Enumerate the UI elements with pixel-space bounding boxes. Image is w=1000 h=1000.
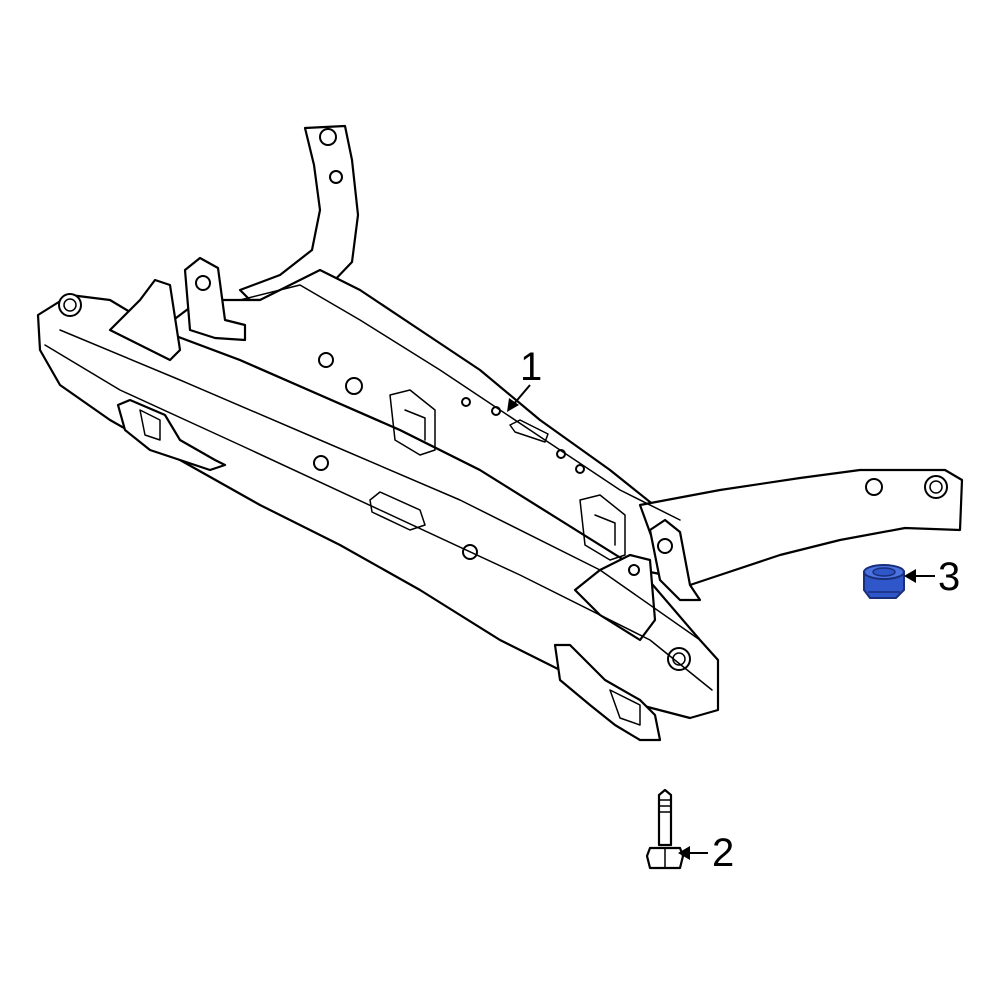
- left-bushing-detail: [139, 409, 161, 441]
- frame-hole: [345, 377, 363, 395]
- callout-label-1: 1: [520, 345, 542, 389]
- left-bracket: [108, 278, 182, 362]
- mount-hole: [329, 170, 343, 184]
- mount-hole: [58, 293, 82, 317]
- bracket-hole: [195, 275, 211, 291]
- mount-hole-inner: [63, 298, 77, 312]
- right-pocket: [579, 494, 626, 561]
- bracket-hole: [657, 538, 673, 554]
- subframe-assembly: [36, 124, 964, 742]
- subframe-upper-arm: [238, 124, 360, 302]
- mount-hole-inner: [929, 480, 943, 494]
- frame-hole: [575, 464, 585, 474]
- rail-contour-lower: [44, 344, 713, 691]
- frame-hole: [461, 397, 471, 407]
- callout-2: 2: [678, 831, 734, 875]
- mount-hole: [924, 475, 948, 499]
- right-bushing-detail: [609, 689, 641, 726]
- mount-hole: [865, 478, 883, 496]
- left-pocket: [389, 389, 436, 456]
- mount-hole: [319, 128, 337, 146]
- right-bushing-mount: [553, 643, 662, 742]
- upper-slot: [509, 419, 549, 443]
- callout-label-3: 3: [938, 555, 960, 599]
- callout-label-2: 2: [712, 831, 734, 875]
- frame-hole: [318, 352, 334, 368]
- bolt-part-2: [645, 788, 685, 870]
- callout-3: 3: [904, 555, 960, 599]
- mount-hole: [667, 647, 691, 671]
- subframe-right-arm: [638, 468, 964, 587]
- rail-contour: [59, 329, 701, 641]
- frame-hole: [313, 455, 329, 471]
- body-contour: [239, 284, 681, 521]
- bracket-hole: [628, 564, 640, 576]
- left-bushing-mount: [116, 398, 227, 472]
- nut-part-3: [863, 564, 905, 599]
- callout-1: 1: [507, 345, 542, 412]
- center-slot: [369, 491, 426, 531]
